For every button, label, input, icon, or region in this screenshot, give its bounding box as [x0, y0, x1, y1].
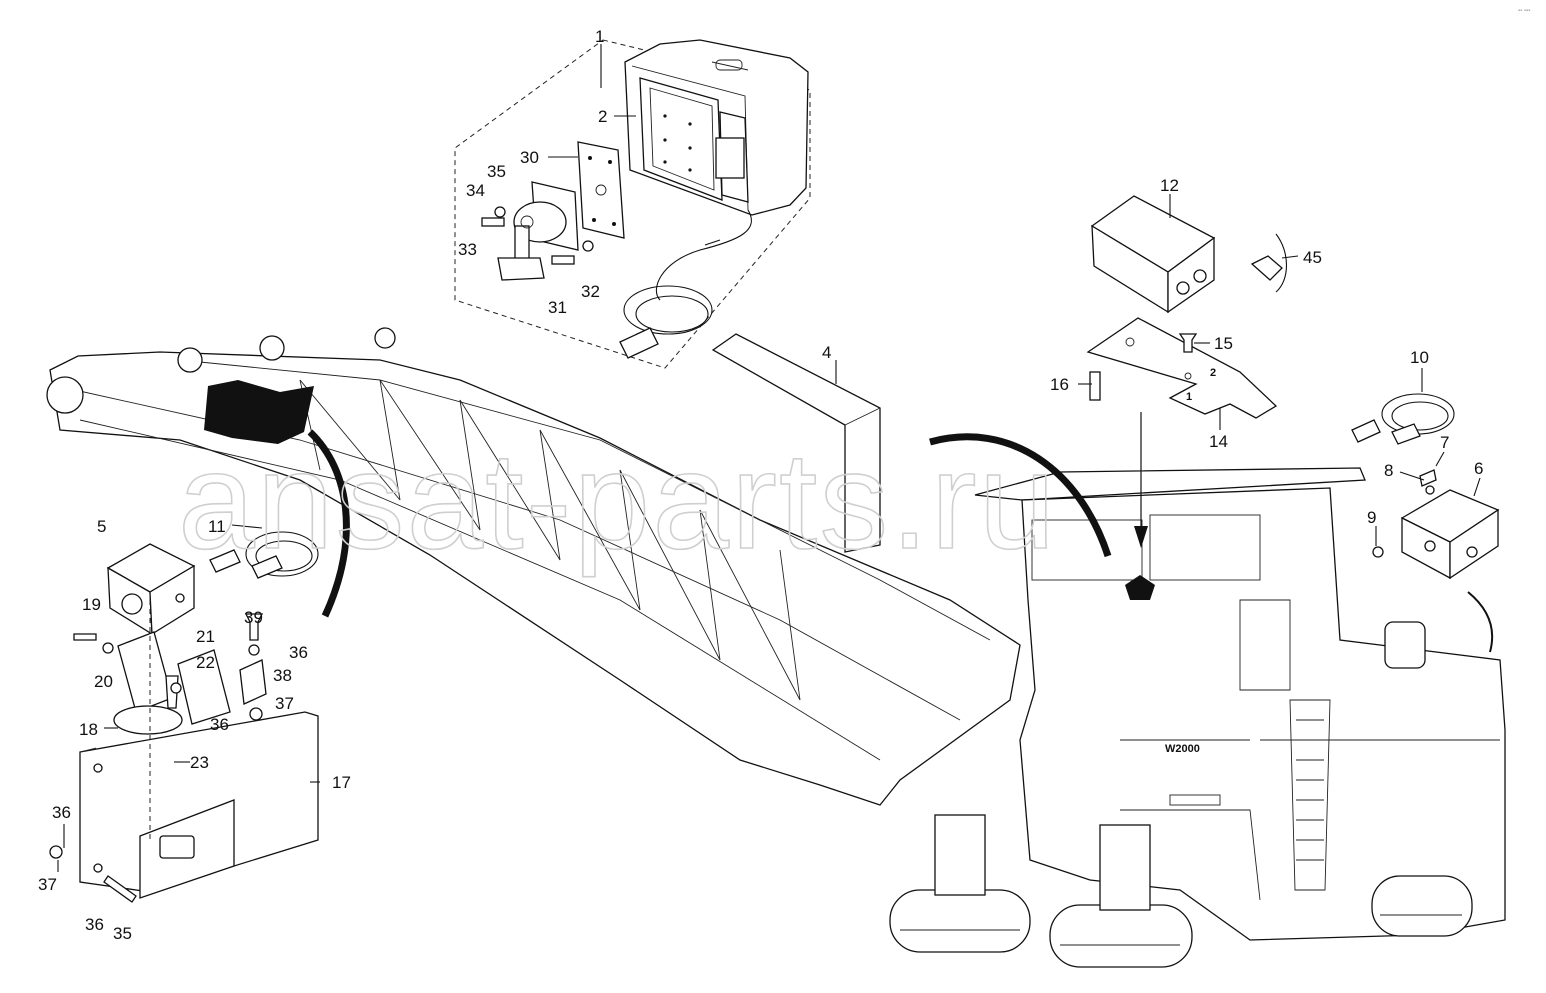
- callout-2: 2: [598, 107, 607, 126]
- mounting-bracket: 2 1: [1086, 317, 1278, 419]
- junction-box: [1372, 469, 1500, 580]
- callout-36d: 36: [85, 915, 104, 934]
- cable-sleeve: [711, 333, 881, 553]
- right-arrow: [1467, 591, 1494, 653]
- machine-model-plate: W2000: [1165, 743, 1200, 755]
- callout-30: 30: [520, 148, 539, 167]
- callout-9: 9: [1367, 508, 1376, 527]
- callout-45: 45: [1303, 248, 1322, 267]
- cable-11: [209, 531, 319, 579]
- corner-mark: ▪▪ ▪▪▪: [1518, 8, 1530, 14]
- callout-15: 15: [1214, 334, 1233, 353]
- middle-arrow: [929, 433, 1112, 558]
- monitor-cable: [619, 209, 752, 359]
- ball-mount: [497, 181, 579, 281]
- callout-20: 20: [94, 672, 113, 691]
- mounting-plate-large: [49, 711, 319, 903]
- clip: [1250, 233, 1287, 293]
- left-arrow: [307, 429, 350, 618]
- callout-10: 10: [1410, 348, 1429, 367]
- callout-33: 33: [458, 240, 477, 259]
- callout-8: 8: [1384, 461, 1393, 480]
- callout-23: 23: [190, 753, 209, 772]
- callout-1: 1: [595, 27, 604, 46]
- callout-labels: 1 2 30 35 34 33 31 32 4 12 45 15 16 14 1…: [38, 27, 1483, 943]
- mounting-plate: [577, 141, 625, 239]
- callout-16: 16: [1050, 375, 1069, 394]
- watermark: ansat-parts.ru: [178, 424, 1057, 578]
- control-box: [1090, 195, 1216, 314]
- callout-35b: 35: [113, 924, 132, 943]
- callout-22: 22: [196, 653, 215, 672]
- bracket-screws: [1089, 333, 1198, 401]
- callout-36c: 36: [52, 803, 71, 822]
- mount-fasteners: [481, 206, 594, 265]
- callout-6: 6: [1474, 459, 1483, 478]
- callout-38: 38: [273, 666, 292, 685]
- monitor-assembly-outline: [454, 39, 811, 369]
- leader-lines: [57, 44, 1481, 872]
- conveyor-boom: [46, 327, 1021, 806]
- callout-39: 39: [244, 608, 263, 627]
- callout-36b: 36: [210, 715, 229, 734]
- cable-10: [1351, 393, 1455, 445]
- callout-21: 21: [196, 627, 215, 646]
- callout-7: 7: [1440, 433, 1449, 452]
- callout-31: 31: [548, 298, 567, 317]
- callout-35: 35: [487, 162, 506, 181]
- callout-14: 14: [1209, 432, 1228, 451]
- callout-11: 11: [208, 517, 226, 536]
- camera: [106, 543, 196, 636]
- callout-17: 17: [332, 773, 351, 792]
- bracket-mark-2: 2: [1210, 367, 1216, 379]
- callout-32: 32: [581, 282, 600, 301]
- callout-37b: 37: [38, 875, 57, 894]
- callout-4: 4: [822, 343, 831, 362]
- camera-bracket: [73, 613, 267, 770]
- callout-12: 12: [1160, 176, 1179, 195]
- camera-housing-boom: [204, 380, 314, 444]
- callout-36: 36: [289, 643, 308, 662]
- monitor-display: [624, 39, 809, 216]
- callout-5: 5: [97, 517, 106, 536]
- callout-34: 34: [466, 181, 485, 200]
- crawler-tracks: [889, 814, 1473, 968]
- callout-19: 19: [82, 595, 101, 614]
- callout-18: 18: [79, 720, 98, 739]
- bracket-mark-1: 1: [1186, 391, 1192, 403]
- callout-37: 37: [275, 694, 294, 713]
- down-arrow: [1134, 412, 1148, 548]
